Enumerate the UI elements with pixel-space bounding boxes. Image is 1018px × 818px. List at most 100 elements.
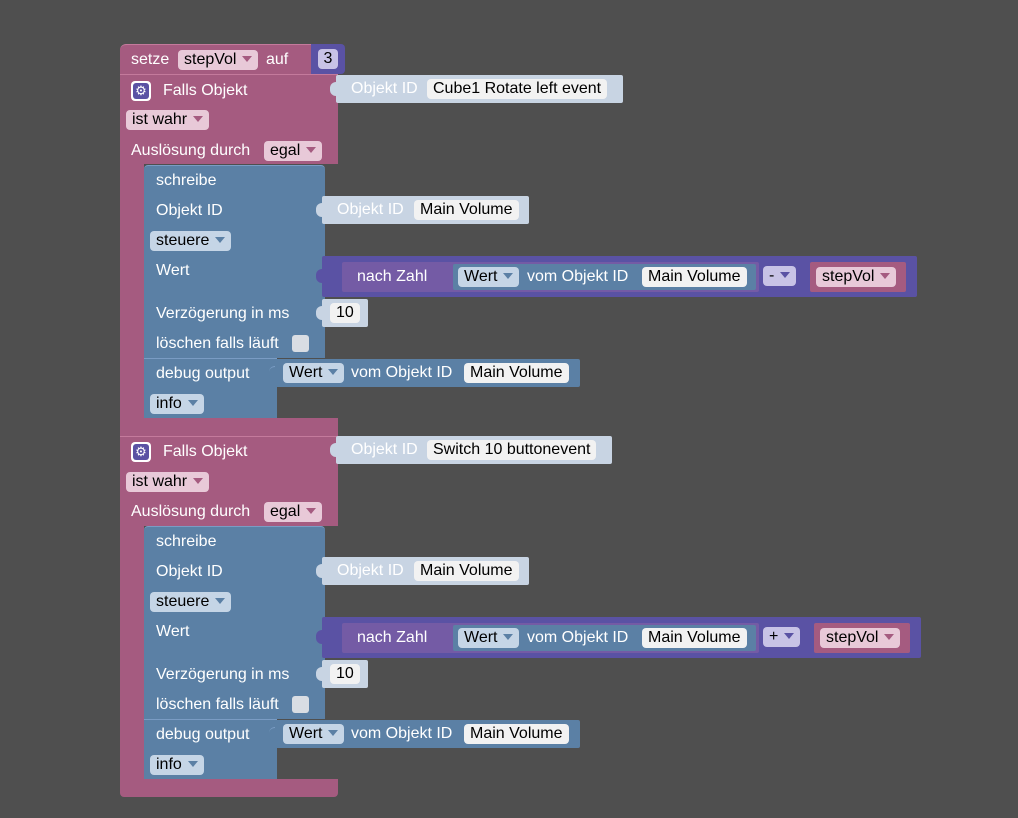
chevron-down-icon <box>880 272 891 279</box>
trigger-block-2[interactable]: ⚙ Falls Objekt ist wahr Auslösung durch … <box>120 436 338 526</box>
variable-value: stepVol <box>822 268 875 285</box>
object-id-block-2[interactable]: Objekt ID Switch 10 buttonevent <box>330 436 612 464</box>
set-variable-block[interactable]: setze stepVol auf <box>120 44 320 74</box>
variable-dropdown-value: stepVol <box>184 51 237 68</box>
clear-label: löschen falls läuft <box>156 335 279 352</box>
delay-label: Verzögerung in ms <box>156 666 290 683</box>
variable-dropdown[interactable]: stepVol <box>820 628 901 648</box>
mode-dropdown[interactable]: steuere <box>150 592 232 612</box>
object-id-field[interactable]: Main Volume <box>414 561 519 581</box>
delay-field[interactable]: 10 <box>330 664 360 684</box>
write-object-id-block-2[interactable]: Objekt ID Main Volume <box>316 557 529 585</box>
debug-value-block-1[interactable]: Wert vom Objekt ID Main Volume <box>269 359 580 387</box>
write-block-1[interactable]: schreibe Objekt ID steuere Wert Verzöger… <box>144 165 325 358</box>
connector-notch <box>330 82 336 96</box>
write-object-label: Objekt ID <box>156 563 223 580</box>
write-block-2[interactable]: schreibe Objekt ID steuere Wert Verzöger… <box>144 526 325 719</box>
delay-number-block-1[interactable]: 10 <box>316 299 368 327</box>
chevron-down-icon <box>328 368 339 375</box>
trigger-body-2 <box>120 526 144 788</box>
chevron-down-icon <box>306 507 317 514</box>
operator-dropdown[interactable]: - <box>763 266 797 286</box>
chevron-down-icon <box>784 632 795 639</box>
object-id-field[interactable]: Cube1 Rotate left event <box>427 79 608 99</box>
object-id-label: Objekt ID <box>351 441 418 458</box>
write-title: schreibe <box>156 533 217 550</box>
delay-field[interactable]: 10 <box>330 303 360 323</box>
value-type-dropdown[interactable]: Wert <box>283 363 345 383</box>
number-value-block[interactable]: 3 <box>311 44 345 74</box>
chevron-down-icon <box>215 236 226 243</box>
gear-icon[interactable]: ⚙ <box>131 442 151 462</box>
operator-value: + <box>769 628 779 645</box>
debug-block-2[interactable]: debug output info <box>144 719 277 779</box>
get-value-block-1[interactable]: Wert vom Objekt ID Main Volume <box>453 264 756 290</box>
trigger-footer-2 <box>120 779 338 797</box>
debug-label: debug output <box>156 365 250 382</box>
value-type-dropdown[interactable]: Wert <box>458 267 520 287</box>
delay-number-block-2[interactable]: 10 <box>316 660 368 688</box>
get-value-block-2[interactable]: Wert vom Objekt ID Main Volume <box>453 625 756 651</box>
value-type-dropdown[interactable]: Wert <box>283 724 345 744</box>
clear-checkbox[interactable] <box>292 335 309 352</box>
connector-notch <box>269 366 275 381</box>
from-object-label: vom Objekt ID <box>351 725 453 742</box>
delay-label: Verzögerung in ms <box>156 305 290 322</box>
chevron-down-icon <box>187 760 198 767</box>
object-id-label: Objekt ID <box>337 201 404 218</box>
object-id-field[interactable]: Main Volume <box>642 628 747 648</box>
object-id-field[interactable]: Switch 10 buttonevent <box>427 440 597 460</box>
level-dropdown[interactable]: info <box>150 394 204 414</box>
variable-dropdown[interactable]: stepVol <box>178 50 259 70</box>
number-field[interactable]: 3 <box>318 49 338 69</box>
chevron-down-icon <box>884 633 895 640</box>
variable-get-block-2[interactable]: stepVol <box>814 623 910 653</box>
chevron-down-icon <box>242 55 253 62</box>
mode-value: steuere <box>156 232 210 249</box>
clear-label: löschen falls läuft <box>156 696 279 713</box>
trigger-title: Falls Objekt <box>163 443 248 460</box>
level-value: info <box>156 756 182 773</box>
operator-value: - <box>769 267 775 284</box>
chevron-down-icon <box>215 597 226 604</box>
variable-dropdown[interactable]: stepVol <box>816 267 897 287</box>
debug-value-block-2[interactable]: Wert vom Objekt ID Main Volume <box>269 720 580 748</box>
condition-value: ist wahr <box>132 111 188 128</box>
condition-dropdown[interactable]: ist wahr <box>126 472 210 492</box>
write-object-id-block-1[interactable]: Objekt ID Main Volume <box>316 196 529 224</box>
object-id-field[interactable]: Main Volume <box>414 200 519 220</box>
variable-get-block-1[interactable]: stepVol <box>810 262 906 292</box>
chevron-down-icon <box>306 146 317 153</box>
value-type-value: Wert <box>464 629 498 646</box>
value-type-dropdown[interactable]: Wert <box>458 628 520 648</box>
object-id-block-1[interactable]: Objekt ID Cube1 Rotate left event <box>330 75 623 103</box>
from-object-label: vom Objekt ID <box>527 629 629 646</box>
wert-label: Wert <box>156 262 190 279</box>
trigger-by-dropdown[interactable]: egal <box>264 502 323 522</box>
object-id-field[interactable]: Main Volume <box>464 363 569 383</box>
wert-label: Wert <box>156 623 190 640</box>
level-dropdown[interactable]: info <box>150 755 204 775</box>
condition-dropdown[interactable]: ist wahr <box>126 110 210 130</box>
debug-block-1[interactable]: debug output info <box>144 358 277 418</box>
clear-checkbox[interactable] <box>292 696 309 713</box>
operator-dropdown[interactable]: + <box>763 627 801 647</box>
trigger-by-dropdown[interactable]: egal <box>264 141 323 161</box>
object-id-field[interactable]: Main Volume <box>642 267 747 287</box>
write-object-label: Objekt ID <box>156 202 223 219</box>
write-title: schreibe <box>156 172 217 189</box>
mode-dropdown[interactable]: steuere <box>150 231 232 251</box>
trigger-by-label: Auslösung durch <box>131 503 251 520</box>
set-prefix-label: setze <box>131 51 170 68</box>
mode-value: steuere <box>156 593 210 610</box>
trigger-block-1[interactable]: ⚙ Falls Objekt ist wahr Auslösung durch … <box>120 74 338 164</box>
connector-notch <box>269 727 275 742</box>
chevron-down-icon <box>328 729 339 736</box>
value-type-value: Wert <box>289 364 323 381</box>
level-value: info <box>156 395 182 412</box>
gear-icon[interactable]: ⚙ <box>131 81 151 101</box>
chevron-down-icon <box>503 633 514 640</box>
object-id-label: Objekt ID <box>337 562 404 579</box>
object-id-field[interactable]: Main Volume <box>464 724 569 744</box>
chevron-down-icon <box>193 115 204 122</box>
